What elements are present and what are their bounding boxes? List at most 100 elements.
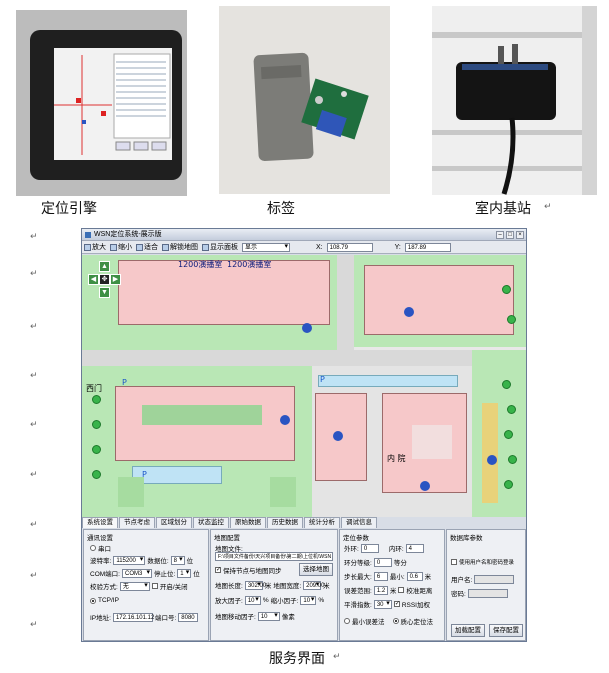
save-config-button[interactable]: 保存配置 — [489, 624, 523, 637]
map-length-input[interactable]: 302.00 — [244, 580, 266, 590]
zoom-in-icon — [84, 243, 91, 251]
building-studio — [118, 260, 330, 325]
port-input[interactable]: 8080 — [178, 612, 199, 622]
baud-label: 波特率: — [90, 558, 112, 565]
anchor-node-icon[interactable] — [333, 431, 343, 441]
unlock-map-label: 解锁地图 — [170, 244, 198, 251]
map-nav-pad: ▲ ◀ ✥ ▶ ▼ — [88, 261, 122, 319]
step-max-input[interactable]: 6 — [373, 571, 388, 581]
zoom-in-button[interactable]: 放大 — [84, 242, 106, 252]
y-coord-field[interactable]: 187.89 — [404, 242, 451, 252]
zoom-out-button[interactable]: 缩小 — [110, 242, 132, 252]
lawn-area — [118, 477, 144, 507]
unlock-map-button[interactable]: 解锁地图 — [162, 242, 198, 252]
fixed-distance-checkbox[interactable] — [398, 587, 405, 593]
tag-photo — [219, 6, 390, 194]
map-width-unit: 米 — [323, 583, 330, 590]
choose-map-button[interactable]: 选择地图 — [299, 563, 333, 576]
show-panel-button[interactable]: 显示面板 — [202, 242, 238, 252]
map-config-group: 地图配置 地图文件: F:\项目文件备份\天兴项目备份\第二期\上位机\WSN … — [210, 529, 338, 641]
keep-sync-checkbox[interactable]: ✓ — [215, 567, 222, 573]
username-input[interactable] — [474, 574, 515, 584]
tab-node[interactable]: 节点考虑 — [119, 517, 155, 528]
label-inner-court: 内 院 — [387, 454, 406, 463]
zoom-in-label: 放大 — [92, 244, 106, 251]
databits-select[interactable]: 8 — [170, 555, 185, 565]
paragraph-mark: ↵ — [30, 620, 38, 630]
ip-input[interactable]: 172.16.101.12 — [112, 612, 154, 622]
tree-icon — [502, 380, 511, 389]
fence-level-input[interactable]: 0 — [373, 557, 392, 567]
db-params-title: 数据库参数 — [450, 535, 483, 542]
least-square-radio[interactable] — [344, 618, 350, 624]
load-config-button[interactable]: 加载配置 — [451, 624, 485, 637]
map-width-input[interactable]: 209.00 — [303, 580, 324, 590]
close-icon[interactable]: × — [516, 231, 524, 239]
anchor-node-icon[interactable] — [404, 307, 414, 317]
tab-statistics[interactable]: 统计分析 — [304, 517, 340, 528]
label-studio-left: 1200演播室 — [178, 260, 223, 269]
y-coord-label: Y: — [394, 243, 401, 251]
track — [482, 403, 498, 503]
map-length-label: 地图长度: — [215, 583, 243, 590]
tree-icon — [92, 420, 101, 429]
anchor-node-icon[interactable] — [280, 415, 290, 425]
databits-unit: 位 — [186, 558, 194, 565]
tab-region[interactable]: 区域划分 — [156, 517, 192, 528]
outer-ring-input[interactable]: 0 — [360, 543, 379, 553]
map-config-title: 地图配置 — [214, 535, 240, 542]
display-select[interactable]: 显示 — [242, 242, 290, 252]
rssi-checkbox[interactable]: ✓ — [393, 601, 400, 607]
window-title: WSN定位系统-展示版 — [94, 231, 162, 238]
anchor-node-icon[interactable] — [420, 481, 430, 491]
step-max-label: 步长最大: — [344, 574, 372, 581]
stopbits-select[interactable]: 1 — [177, 568, 192, 578]
maximize-icon[interactable]: □ — [506, 231, 514, 239]
server-app-window: WSN定位系统-展示版 – □ × 放大 缩小 适合 解锁地图 显示面板 显示 … — [81, 228, 527, 642]
tree-icon — [504, 430, 513, 439]
comm-title: 通讯设置 — [87, 535, 113, 542]
center-icon[interactable]: ✥ — [99, 274, 110, 285]
com-select[interactable]: COM3 — [121, 568, 152, 578]
step-min-input[interactable]: 0.6 — [406, 571, 423, 581]
locate-params-title: 定位参数 — [343, 535, 369, 542]
pan-up-icon[interactable]: ▲ — [99, 261, 110, 272]
label-west-gate: 西门 — [86, 384, 102, 393]
tcpip-radio[interactable] — [90, 597, 96, 604]
x-coord-field[interactable]: 108.79 — [326, 242, 373, 252]
inner-ring-input[interactable]: 4 — [405, 543, 424, 553]
serial-radio[interactable] — [90, 545, 96, 551]
caption-engine: 定位引擎 — [41, 201, 97, 217]
base-station-photo — [432, 6, 597, 195]
minimize-icon[interactable]: – — [496, 231, 504, 239]
pan-left-icon[interactable]: ◀ — [88, 274, 99, 285]
password-input[interactable] — [467, 588, 508, 598]
tab-history[interactable]: 历史数据 — [267, 517, 303, 528]
tab-debug[interactable]: 调试信息 — [341, 517, 377, 528]
open-close-checkbox[interactable] — [151, 583, 158, 589]
pan-down-icon[interactable]: ▼ — [99, 287, 110, 298]
zoom-in-factor-unit: % — [262, 596, 269, 604]
error-range-input[interactable]: 1.2 — [373, 585, 388, 595]
move-factor-input[interactable]: 10 — [257, 611, 280, 621]
smooth-input[interactable]: 30 — [373, 599, 392, 609]
tab-status[interactable]: 状态监控 — [193, 517, 229, 528]
anchor-node-icon[interactable] — [487, 455, 497, 465]
zoom-out-label: 缩小 — [118, 244, 132, 251]
parity-select[interactable]: 无 — [119, 581, 150, 591]
password-label: 密码: — [451, 591, 466, 598]
tab-system-settings[interactable]: 系统设置 — [82, 517, 118, 528]
zoom-in-factor-input[interactable]: 10 — [244, 595, 261, 605]
fit-button[interactable]: 适合 — [136, 242, 158, 252]
pan-right-icon[interactable]: ▶ — [110, 274, 121, 285]
window-titlebar: WSN定位系统-展示版 – □ × — [82, 229, 526, 241]
use-password-checkbox[interactable] — [451, 559, 457, 565]
campus-map[interactable]: 1200演播室 1200演播室 西门 内 院 P P P ▲ ◀ ✥ ▶ ▼ — [82, 255, 526, 517]
tab-raw-data[interactable]: 原始数据 — [230, 517, 266, 528]
baud-select[interactable]: 115200 — [113, 555, 146, 565]
map-file-input[interactable]: F:\项目文件备份\天兴项目备份\第二期\上位机\WSN — [215, 552, 333, 561]
anchor-node-icon[interactable] — [302, 323, 312, 333]
zoom-out-factor-input[interactable]: 10 — [300, 595, 317, 605]
centroid-radio[interactable] — [392, 618, 399, 624]
